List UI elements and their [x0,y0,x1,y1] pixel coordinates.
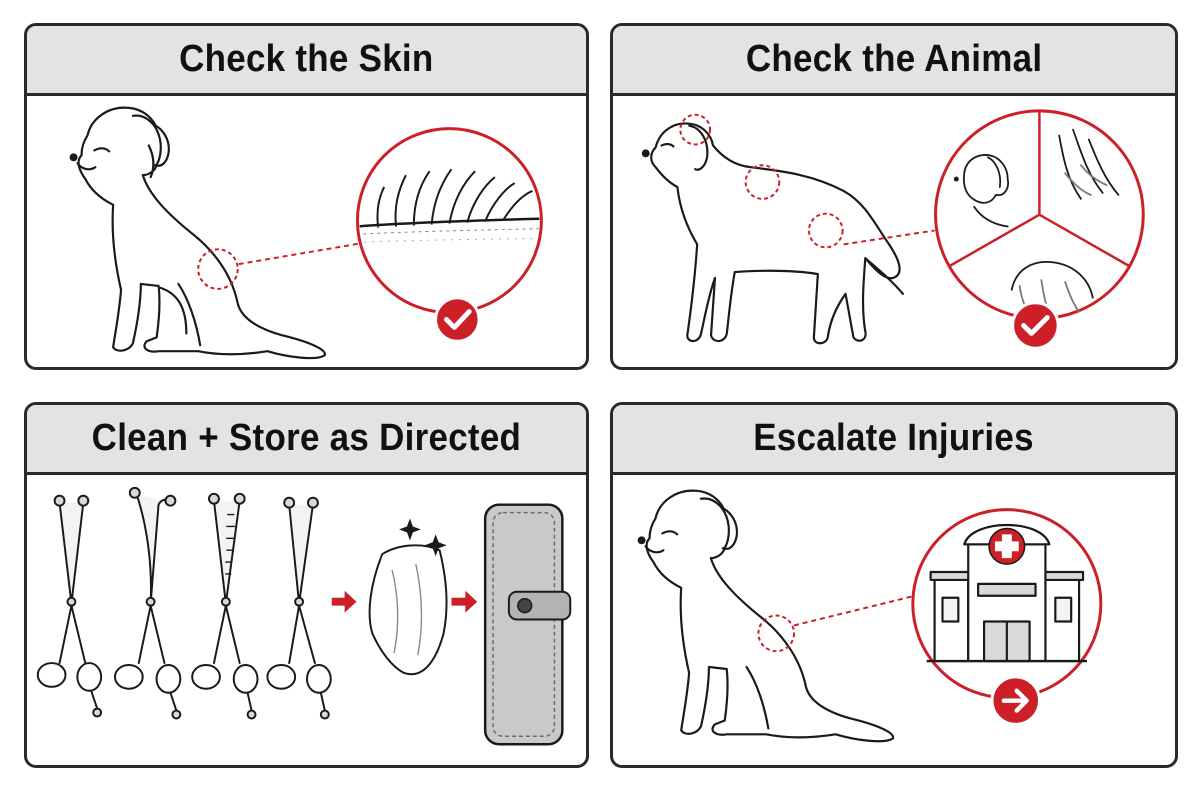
panel-illustration [613,96,1175,367]
panel-header: Check the Animal [613,26,1175,96]
panel-header: Clean + Store as Directed [27,405,586,475]
clean-store-illustration [36,486,572,746]
panel-title: Clean + Store as Directed [91,417,522,459]
panel-illustration [613,475,1175,765]
scissors-icon [36,494,103,718]
skin-inspection-spot [197,248,239,290]
check-animal-illustration [641,109,1145,350]
panel-title: Check the Skin [179,38,434,80]
storage-case-icon [483,503,572,746]
hip-inspection-spot [807,212,844,249]
connector-line [238,241,367,266]
check-skin-illustration [69,106,543,360]
panel-illustration [27,475,586,765]
sparkle-icon [399,518,447,557]
back-inspection-spot [744,164,781,200]
escalate-illustration [637,489,1103,743]
body-areas-closeup-icon [934,109,1145,321]
dog-sitting-icon [637,489,895,743]
arrow-right-icon [451,590,478,613]
injury-spot [757,614,796,653]
scissors-icon [113,486,182,720]
scissors-icon [266,496,332,720]
scissors-icon [191,492,259,720]
panel-clean-store: Clean + Store as Directed [24,402,589,768]
dog-sitting-icon [69,106,326,360]
dog-standing-icon [641,122,904,345]
panel-check-skin: Check the Skin [24,23,589,370]
panel-escalate-injuries: Escalate Injuries [610,402,1178,768]
panel-header: Check the Skin [27,26,586,96]
checkmark-icon [1011,301,1060,350]
hospital-closeup [911,508,1103,700]
connector-line [793,594,916,627]
cloth-icon [368,544,448,676]
panel-title: Check the Animal [745,38,1043,80]
connector-line [843,229,935,246]
medical-cross-icon [988,527,1026,565]
panel-illustration [27,96,586,367]
skin-hair-closeup-icon [355,127,543,315]
panel-title: Escalate Injuries [753,417,1035,459]
arrow-right-icon [990,675,1041,726]
scissors-group [36,486,332,720]
checkmark-icon [434,296,481,343]
panel-header: Escalate Injuries [613,405,1175,475]
head-inspection-spot [679,113,712,146]
arrow-right-icon [331,590,357,613]
panel-check-animal: Check the Animal [610,23,1178,370]
